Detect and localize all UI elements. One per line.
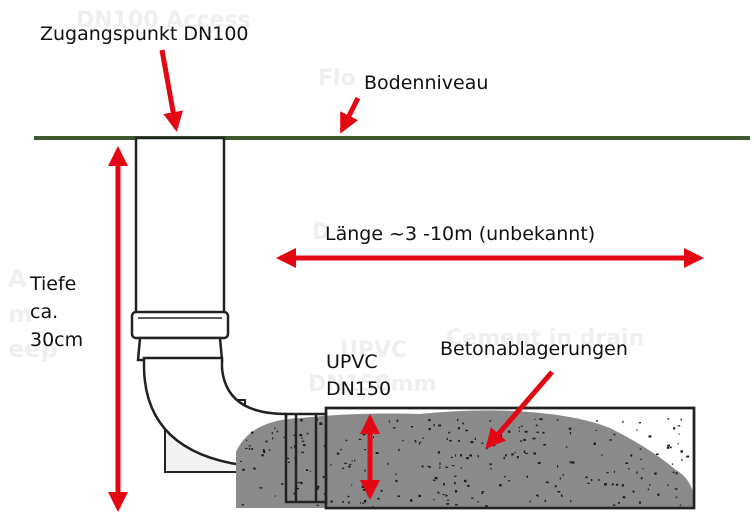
label-pipe-line2: DN150 [326, 378, 392, 400]
label-pipe-line1: UPVC [326, 351, 378, 373]
deposits-arrow [485, 370, 554, 450]
ghost-text-floor: Flo [318, 66, 356, 91]
label-access-point: Zugangspunkt DN100 [40, 23, 249, 45]
label-depth-line1: Tiefe [30, 273, 77, 295]
ghost-text-upvc: UPVC [340, 338, 408, 363]
label-depth-line2: ca. [30, 301, 59, 323]
ghost-text-top: DN100 Access [76, 8, 251, 33]
pipe-reducer [136, 336, 224, 362]
label-length: Länge ~3 -10m (unbekannt) [325, 223, 596, 245]
label-ground-level: Bodenniveau [364, 72, 489, 94]
pipe-socket-collar [130, 310, 230, 340]
ground-level-arrow [339, 96, 361, 134]
ghost-text-dn: DN150mm [308, 372, 437, 397]
label-deposits: Betonablagerungen [440, 338, 628, 360]
vertical-access-pipe [134, 136, 226, 316]
ghost-text-length: D [312, 220, 331, 245]
ghost-text-deposits: Cement in drain [446, 326, 645, 351]
access-point-arrow [159, 49, 184, 132]
label-depth-line3: 30cm [30, 329, 84, 351]
